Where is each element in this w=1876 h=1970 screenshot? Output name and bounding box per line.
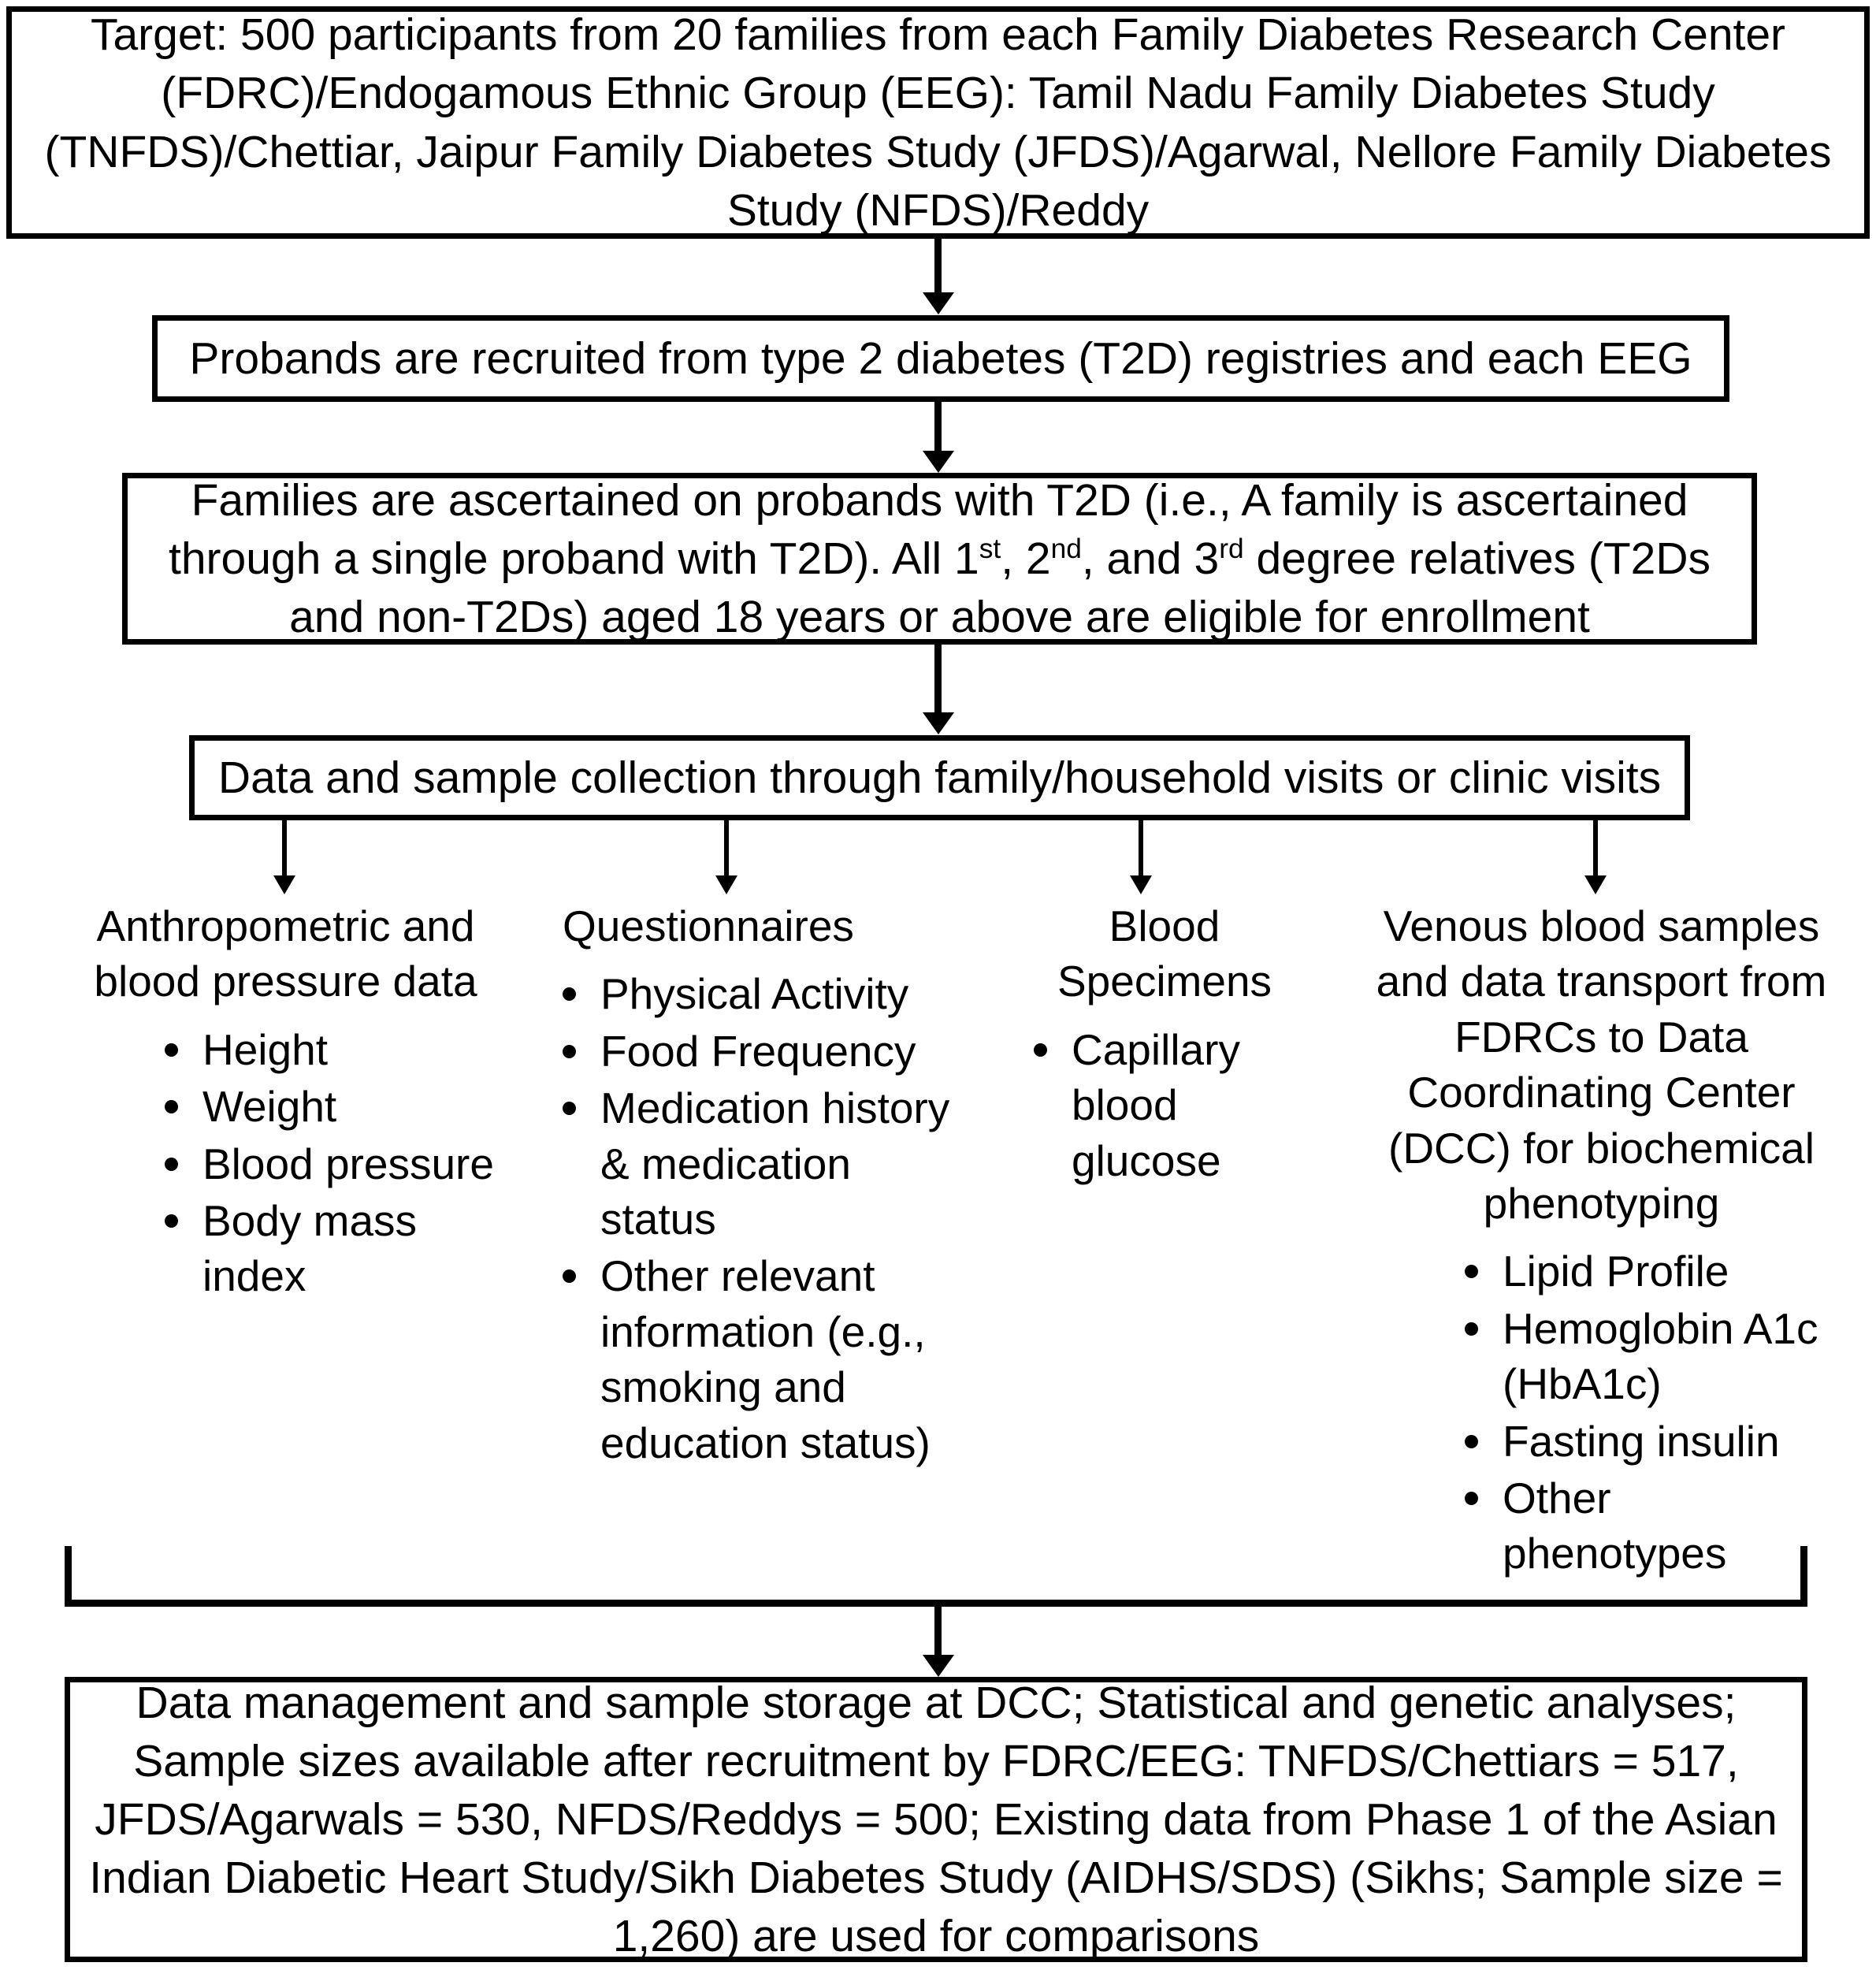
arrow-branch-questionnaires xyxy=(724,820,729,877)
list-item: Blood pressure xyxy=(154,1136,504,1191)
list-item: Fasting insulin xyxy=(1454,1414,1836,1469)
arrow-probands-to-families xyxy=(934,402,942,452)
box-families: Families are ascertained on probands wit… xyxy=(122,473,1757,645)
column-questionnaires: Questionnaires Physical Activity Food Fr… xyxy=(552,898,961,1472)
column-questionnaires-heading: Questionnaires xyxy=(563,901,854,950)
box-target: Target: 500 participants from 20 familie… xyxy=(6,6,1870,239)
arrow-branch-blood-specimens xyxy=(1139,820,1143,877)
list-item: Other phenotypes xyxy=(1454,1470,1836,1582)
bracket-left-stub xyxy=(65,1546,72,1603)
box-target-text: Target: 500 participants from 20 familie… xyxy=(44,9,1832,236)
arrow-bracket-to-dcc xyxy=(934,1603,942,1656)
list-item: Body mass index xyxy=(154,1193,504,1304)
box-probands-text: Probands are recruited from type 2 diabe… xyxy=(189,333,1692,384)
list-item: Medication history & medication status xyxy=(552,1080,961,1247)
column-anthropometric-list: Height Weight Blood pressure Body mass i… xyxy=(154,1022,504,1304)
list-item: Food Frequency xyxy=(552,1024,961,1079)
list-item: Lipid Profile xyxy=(1454,1243,1836,1299)
list-item: Other relevant information (e.g., smokin… xyxy=(552,1248,961,1470)
box-families-text: Families are ascertained on probands wit… xyxy=(168,474,1711,643)
arrow-families-to-collection xyxy=(934,645,942,714)
column-venous-blood-list: Lipid Profile Hemoglobin A1c (HbA1c) Fas… xyxy=(1454,1243,1836,1581)
arrow-branch-venous-blood xyxy=(1593,820,1598,877)
list-item: Capillary blood glucose xyxy=(1023,1022,1330,1188)
column-venous-blood: Venous blood samples and data transport … xyxy=(1367,898,1836,1583)
arrow-branch-anthropometric xyxy=(282,820,287,877)
column-blood-specimens-list: Capillary blood glucose xyxy=(1023,1022,1330,1188)
box-collection-text: Data and sample collection through famil… xyxy=(217,752,1662,803)
list-item: Physical Activity xyxy=(552,966,961,1021)
column-questionnaires-list: Physical Activity Food Frequency Medicat… xyxy=(552,966,961,1470)
box-probands: Probands are recruited from type 2 diabe… xyxy=(152,315,1729,402)
column-anthropometric-heading: Anthropometric and blood pressure data xyxy=(94,901,477,1006)
arrow-target-to-probands xyxy=(934,239,942,294)
column-blood-specimens: Blood Specimens Capillary blood glucose xyxy=(999,898,1330,1190)
box-collection: Data and sample collection through famil… xyxy=(189,735,1690,820)
list-item: Height xyxy=(154,1022,504,1077)
bracket-right-stub xyxy=(1800,1546,1807,1603)
box-dcc-summary: Data management and sample storage at DC… xyxy=(65,1677,1807,1962)
column-venous-blood-heading: Venous blood samples and data transport … xyxy=(1376,901,1827,1228)
column-blood-specimens-heading: Blood Specimens xyxy=(1057,901,1272,1006)
box-dcc-summary-text: Data management and sample storage at DC… xyxy=(89,1677,1783,1962)
list-item: Hemoglobin A1c (HbA1c) xyxy=(1454,1301,1836,1412)
list-item: Weight xyxy=(154,1079,504,1134)
column-anthropometric: Anthropometric and blood pressure data H… xyxy=(67,898,504,1306)
